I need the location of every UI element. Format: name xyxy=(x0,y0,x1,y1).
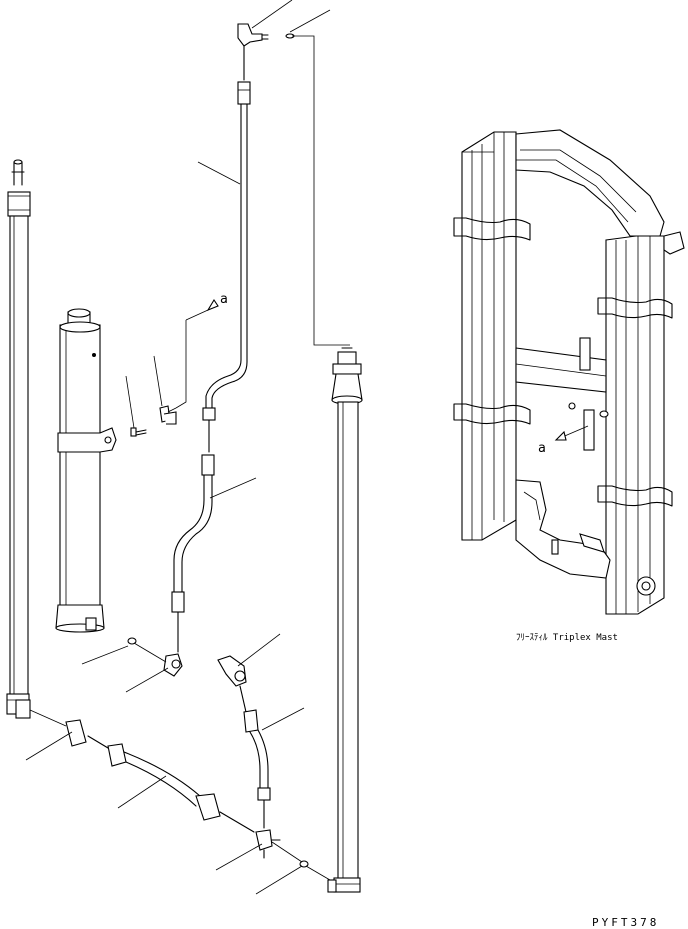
tee-fitting xyxy=(255,829,281,859)
arrow-a-right: a xyxy=(538,425,589,456)
middle-cylinder xyxy=(55,308,117,633)
connection-lines xyxy=(29,35,350,881)
top-pipe xyxy=(202,23,269,453)
o-ring xyxy=(127,637,137,645)
bolt-and-clamp xyxy=(130,405,177,437)
mast-clamps xyxy=(453,217,673,507)
bottom-hose xyxy=(65,719,255,833)
leader-lines xyxy=(25,0,331,895)
drawing-code: PYFT378 xyxy=(592,916,659,929)
mast-assembly xyxy=(453,129,685,615)
arrow-a-left: a xyxy=(206,292,228,312)
short-hose-right xyxy=(243,709,271,829)
o-ring xyxy=(299,860,309,868)
elbow-fitting-left xyxy=(163,653,183,677)
curved-hose xyxy=(171,454,215,653)
ref-label-a-left: a xyxy=(220,292,228,307)
left-long-cylinder xyxy=(6,159,31,719)
ref-label-a-right: a xyxy=(538,441,546,456)
mast-caption: ﾌﾘｰｽﾃｨﾙ Triplex Mast xyxy=(516,632,618,643)
elbow-fitting-right xyxy=(217,655,247,713)
right-long-cylinder xyxy=(327,347,363,893)
